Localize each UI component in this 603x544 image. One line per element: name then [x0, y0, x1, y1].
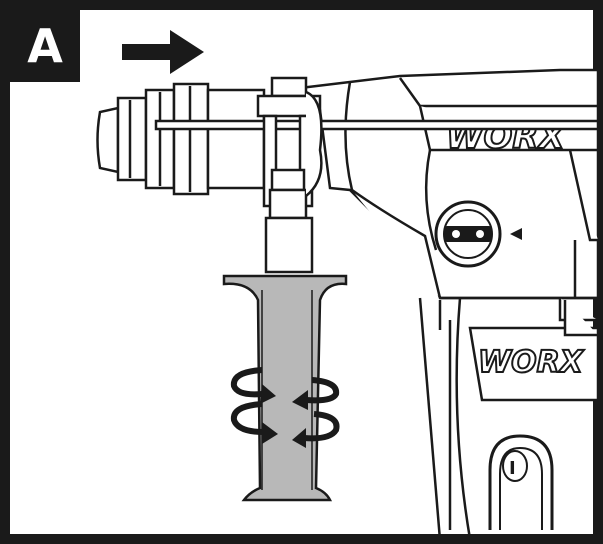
switch-symbol: I	[509, 458, 516, 479]
drill-lower-housing	[438, 300, 600, 402]
power-switch[interactable]	[488, 434, 554, 530]
drill-chuck	[96, 82, 266, 196]
side-handle-grip[interactable]	[222, 274, 348, 502]
side-handle-clamp	[256, 76, 323, 220]
rotate-arrows-icon	[230, 367, 340, 448]
panel-label: A	[10, 10, 80, 82]
triangle-marker-icon	[510, 228, 522, 240]
handle-shaft	[264, 216, 314, 274]
body-logo: WORX	[478, 345, 585, 380]
right-arrow-icon	[122, 30, 204, 74]
depth-gauge-rod	[154, 119, 600, 131]
mode-selector-knob[interactable]	[434, 200, 502, 268]
